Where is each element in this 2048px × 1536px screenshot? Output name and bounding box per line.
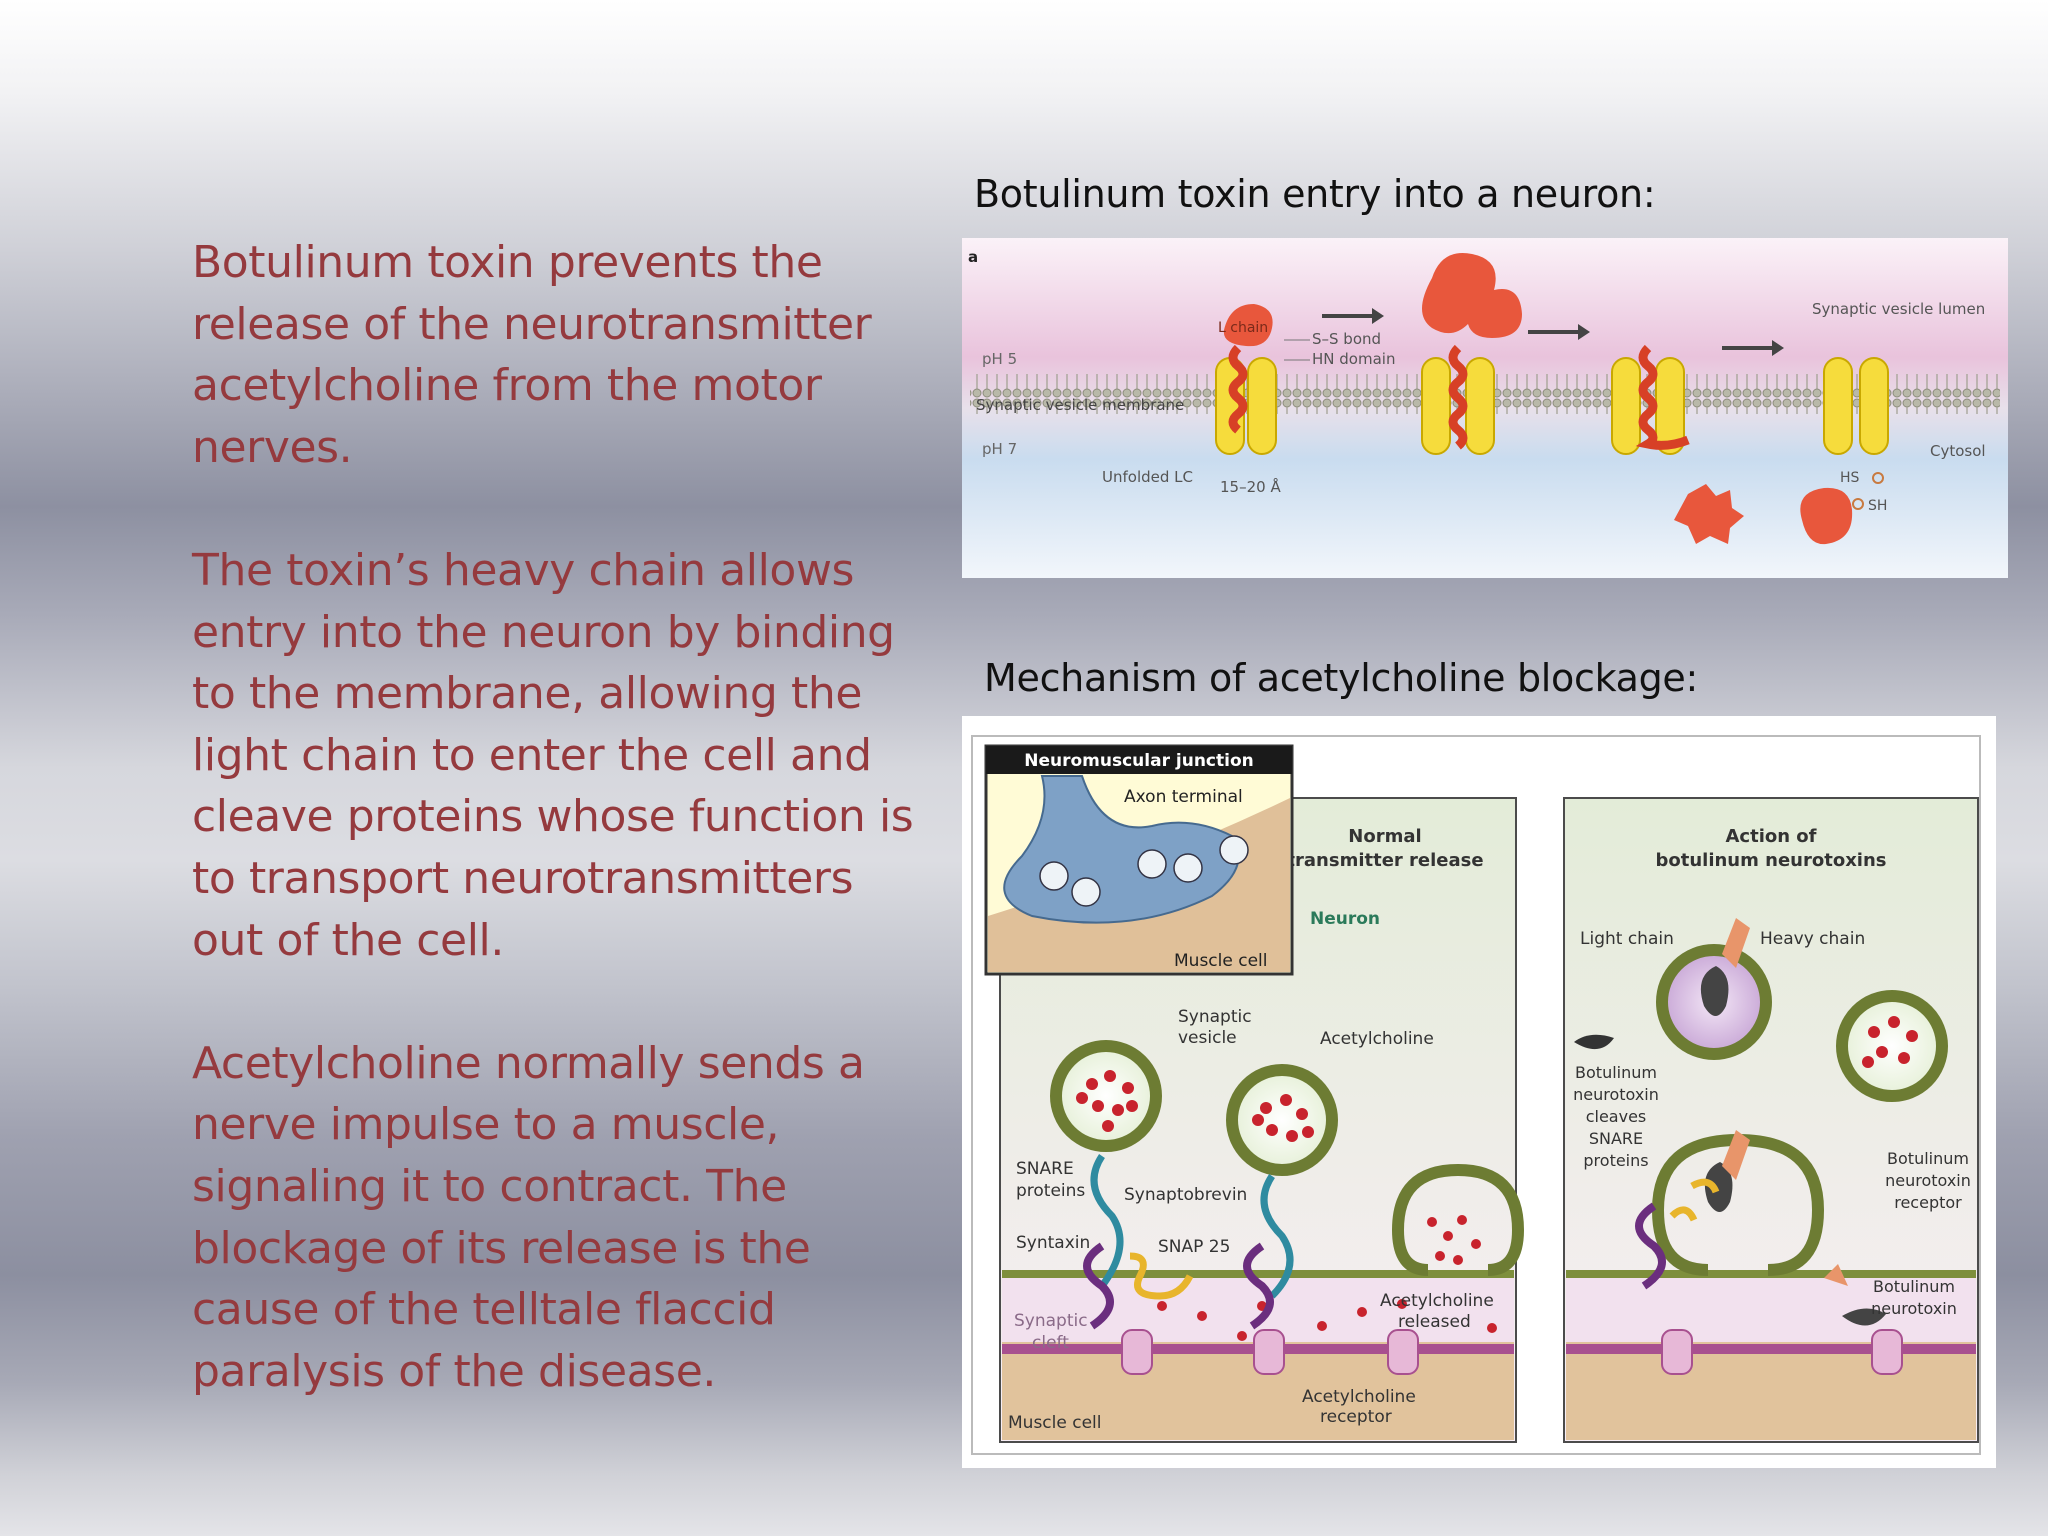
label-vesicle-lumen: Synaptic vesicle lumen (1812, 300, 1985, 318)
action-title-2: botulinum neurotoxins (1655, 850, 1886, 871)
fusing-vesicle (1391, 1163, 1525, 1276)
label-sh: SH (1868, 498, 1887, 514)
label-ph5: pH 5 (982, 350, 1017, 368)
synaptobrevin-protein (1090, 1154, 1124, 1289)
panel-toxin-action (1563, 797, 1979, 1443)
inset-axon-label: Axon terminal (1124, 787, 1243, 807)
label-neuron: Neuron (1310, 909, 1380, 929)
label-snare-2: proteins (1016, 1181, 1085, 1201)
label-synaptobrevin: Synaptobrevin (1124, 1185, 1247, 1205)
inset-neuromuscular-junction (984, 744, 1294, 976)
label-heavy-chain: Heavy chain (1760, 929, 1865, 949)
label-cleaves-1: Botulinum (1575, 1063, 1657, 1082)
synaptic-vesicle-1 (1050, 1040, 1162, 1152)
caption-acetylcholine-blockage: Mechanism of acetylcholine blockage: (984, 656, 1699, 700)
label-l-chain: L chain (1218, 320, 1268, 336)
label-toxin-receptor-3: receptor (1894, 1193, 1962, 1212)
paragraph-1: Botulinum toxin prevents the release of … (192, 237, 872, 473)
label-neurotoxin-1: Botulinum (1873, 1277, 1955, 1296)
label-neurotoxin-2: neurotoxin (1871, 1299, 1957, 1318)
synaptic-vesicle-2 (1226, 1064, 1338, 1176)
figure-acetylcholine-blockage: Normal transmitter release Neuron Synapt… (962, 716, 1996, 1468)
label-released-2: released (1398, 1312, 1471, 1332)
label-synaptic-vesicle-2: vesicle (1178, 1028, 1237, 1048)
label-synaptic-vesicle-1: Synaptic (1178, 1007, 1252, 1027)
label-hs: HS (1840, 470, 1860, 486)
label-ph7: pH 7 (982, 440, 1017, 458)
inset-title: Neuromuscular junction (1024, 751, 1253, 771)
label-cleaves-3: cleaves (1586, 1107, 1647, 1126)
label-cleaves-2: neurotoxin (1573, 1085, 1659, 1104)
label-unfolded-lc: Unfolded LC (1102, 468, 1193, 486)
label-toxin-receptor-1: Botulinum (1887, 1149, 1969, 1168)
label-acetylcholine: Acetylcholine (1320, 1029, 1434, 1049)
toxin-stage-4 (1800, 357, 1889, 545)
caption-toxin-entry: Botulinum toxin entry into a neuron: (974, 172, 1656, 216)
panel-letter: a (968, 248, 978, 266)
body-text: Botulinum toxin prevents the release of … (192, 232, 932, 1464)
arrow-2 (1528, 324, 1590, 340)
label-ss-bond: S–S bond (1312, 330, 1381, 348)
label-snap25: SNAP 25 (1158, 1237, 1230, 1257)
label-cleaves-5: proteins (1583, 1151, 1648, 1170)
label-cleaves-4: SNARE (1589, 1129, 1643, 1148)
label-light-chain: Light chain (1580, 929, 1674, 949)
label-snare-1: SNARE (1016, 1159, 1074, 1179)
label-hn-domain: HN domain (1312, 350, 1395, 368)
normal-title-1: Normal (1348, 826, 1421, 847)
arrow-3 (1722, 340, 1784, 356)
label-muscle-cell: Muscle cell (1008, 1413, 1101, 1433)
paragraph-2: The toxin’s heavy chain allows entry int… (192, 544, 914, 966)
label-released-1: Acetylcholine (1380, 1291, 1494, 1311)
syntaxin-protein (1083, 1242, 1114, 1330)
snap25-protein (1129, 1252, 1194, 1300)
label-cytosol: Cytosol (1930, 442, 1986, 460)
paragraph-3: Acetylcholine normally sends a nerve imp… (192, 1037, 865, 1397)
inset-muscle-label: Muscle cell (1174, 951, 1267, 971)
action-title-1: Action of (1725, 826, 1816, 847)
label-syntaxin: Syntaxin (1016, 1233, 1090, 1253)
arrow-1 (1322, 308, 1384, 324)
toxin-stage-1 (1215, 304, 1277, 455)
figure-toxin-entry: a Synaptic vesicle lumen pH 5 Synaptic v… (962, 238, 2008, 578)
acetylcholine-receptors (1121, 1329, 1419, 1375)
label-cleft-1: Synaptic (1014, 1311, 1088, 1331)
label-width: 15–20 Å (1220, 477, 1281, 496)
label-receptor-2: receptor (1320, 1407, 1392, 1427)
label-cleft-2: cleft (1032, 1333, 1069, 1353)
normal-title-2: transmitter release (1286, 850, 1483, 871)
toxin-stage-3 (1611, 344, 1744, 544)
label-membrane: Synaptic vesicle membrane (976, 396, 1184, 414)
label-toxin-receptor-2: neurotoxin (1885, 1171, 1971, 1190)
toxin-stage-2 (1421, 253, 1522, 455)
label-receptor-1: Acetylcholine (1302, 1387, 1416, 1407)
